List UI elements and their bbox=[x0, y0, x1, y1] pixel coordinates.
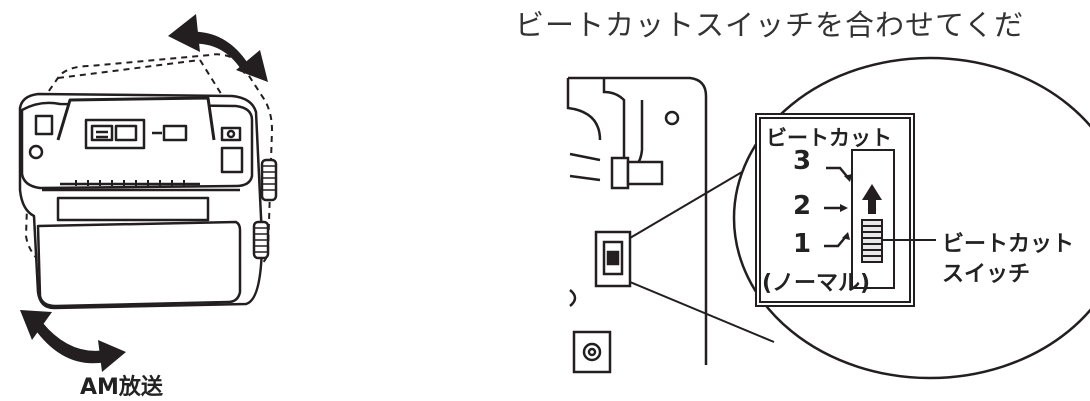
instruction-text: ビートカットスイッチを合わせてくだ bbox=[515, 8, 1025, 42]
radio-illustration bbox=[18, 53, 278, 310]
position-2-label: 2 bbox=[793, 191, 812, 221]
position-1-label: 1 bbox=[793, 229, 812, 259]
device-side-view bbox=[566, 76, 708, 374]
up-arrow-icon bbox=[862, 184, 882, 214]
curved-double-arrow-icon bbox=[168, 14, 268, 82]
normal-position-label: (ノーマル) bbox=[762, 271, 871, 296]
position-3-label: 3 bbox=[793, 146, 812, 176]
panel-title: ビートカット bbox=[766, 126, 892, 150]
switch-panel bbox=[755, 113, 915, 307]
switch-name-line1: ビートカット bbox=[942, 232, 1075, 257]
curved-double-arrow-icon bbox=[20, 310, 126, 372]
slide-switch-knob bbox=[861, 219, 883, 263]
am-broadcast-caption: AM放送 bbox=[80, 375, 163, 400]
switch-name-line2: スイッチ bbox=[942, 262, 1031, 287]
